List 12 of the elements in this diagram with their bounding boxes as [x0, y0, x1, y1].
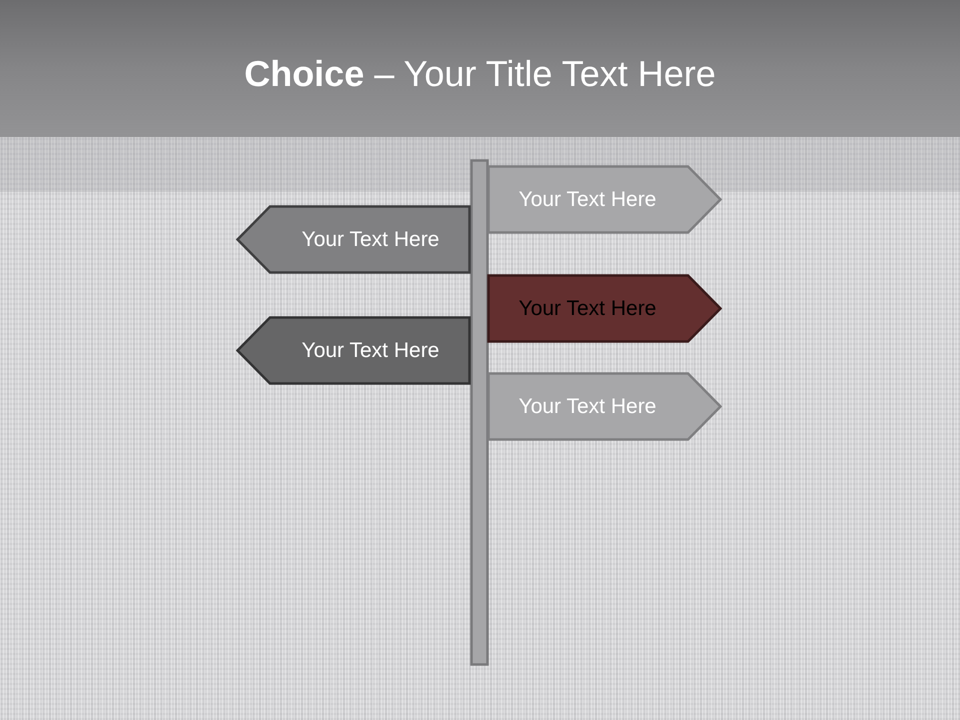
sign-label: Your Text Here	[518, 187, 656, 212]
arrow-sign	[236, 316, 471, 385]
sign-label: Your Text Here	[302, 227, 440, 252]
arrow-sign	[487, 274, 722, 343]
arrow-sign	[487, 165, 722, 234]
arrow-sign	[487, 372, 722, 441]
sign-label: Your Text Here	[518, 296, 656, 321]
signpost-pole	[470, 159, 490, 666]
arrow-sign	[236, 205, 471, 274]
sign-label: Your Text Here	[518, 394, 656, 419]
sign-label: Your Text Here	[302, 338, 440, 363]
slide-title: Choice – Your Title Text Here	[244, 52, 716, 96]
